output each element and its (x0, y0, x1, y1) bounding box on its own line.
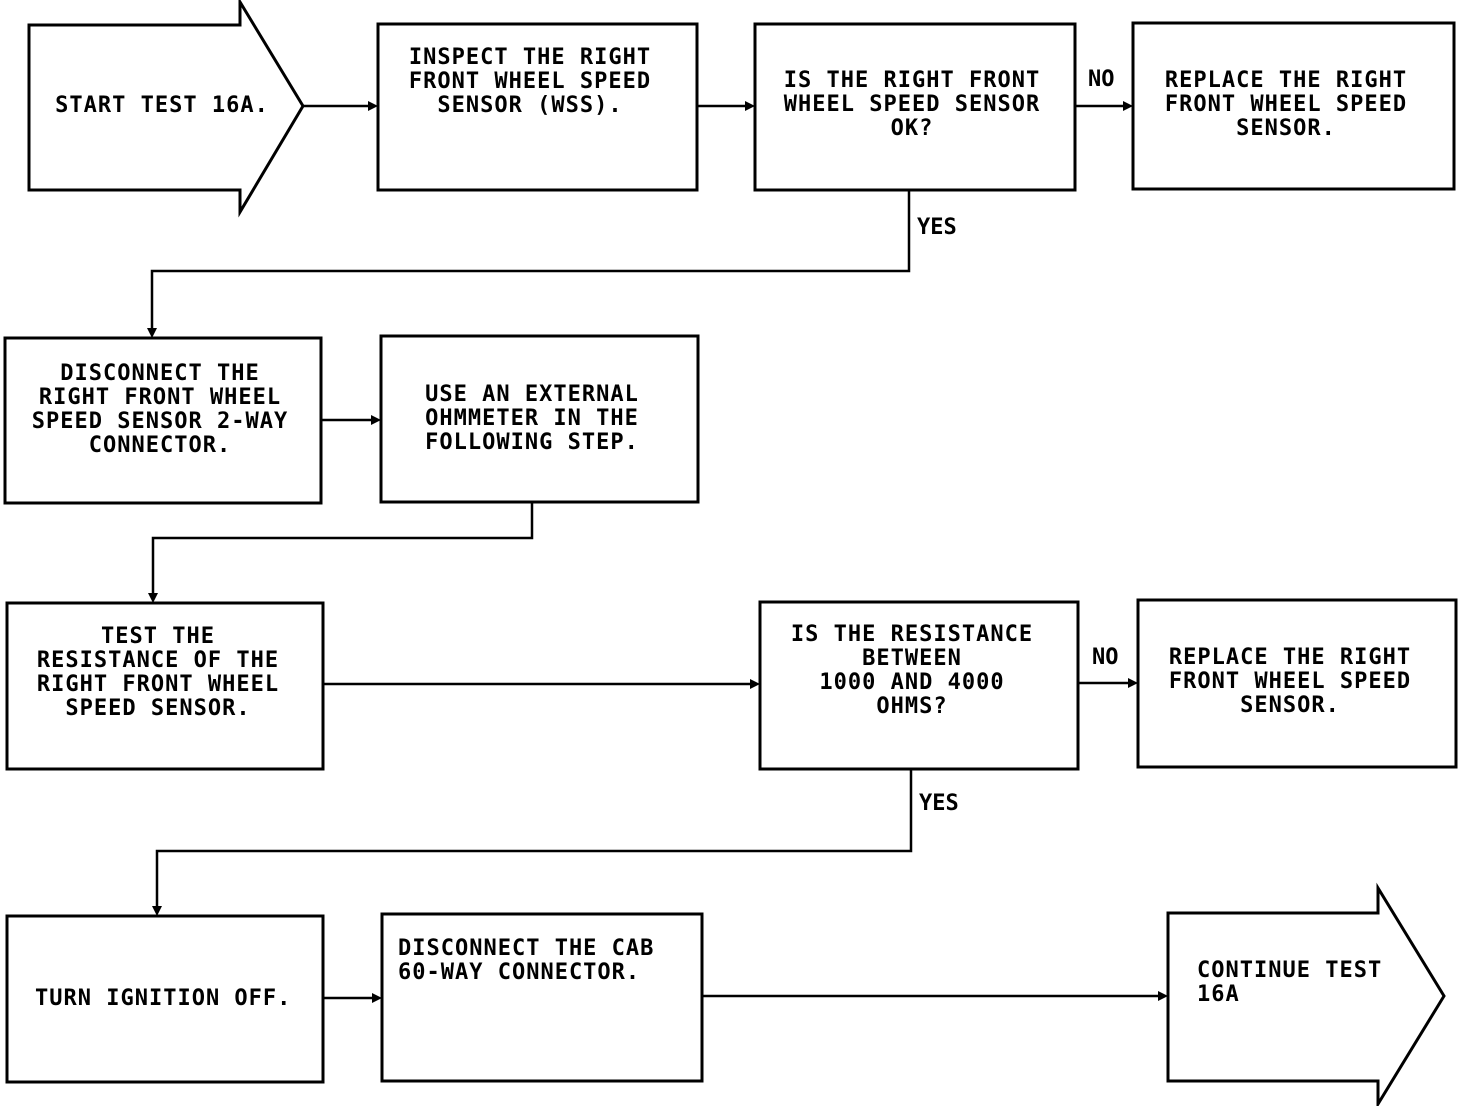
node-text-line: FRONT WHEEL SPEED (1169, 669, 1411, 694)
node-disconnect-cab-box (380, 912, 704, 1083)
edge-ohmmeter-test-arrowhead (148, 593, 158, 603)
node-text-line: IS THE RESISTANCE (791, 622, 1033, 647)
node-text-line: 16A (1197, 982, 1240, 1007)
node-text-line: DISCONNECT THE (60, 361, 259, 386)
node-text-line: BETWEEN (862, 646, 962, 671)
node-text-line: FRONT WHEEL SPEED (1165, 92, 1407, 117)
node-text-line: OHMS? (876, 694, 947, 719)
node-text-line: CONTINUE TEST (1197, 958, 1382, 983)
node-continue-arrow (1166, 882, 1446, 1106)
node-test-res-box (5, 601, 325, 771)
node-text-line: REPLACE THE RIGHT (1165, 68, 1407, 93)
node-text-line: FOLLOWING STEP. (425, 430, 639, 455)
node-text-line: TURN IGNITION OFF. (35, 986, 291, 1011)
node-text-line: TEST THE (101, 624, 215, 649)
edge-disconnect-ohmmeter-arrowhead (371, 415, 381, 425)
edge-q-ok-yes (150, 190, 911, 330)
node-text-line: OHMMETER IN THE (425, 406, 639, 431)
node-text-line: SENSOR (WSS). (437, 93, 622, 118)
node-text-line: CONNECTOR. (89, 433, 231, 458)
node-text-line: OK? (891, 116, 934, 141)
node-text-line: INSPECT THE RIGHT (409, 45, 651, 70)
node-text-line: REPLACE THE RIGHT (1169, 645, 1411, 670)
node-ign-off-box (5, 914, 325, 1084)
node-text-line: 1000 AND 4000 (819, 670, 1004, 695)
node-text-line: SPEED SENSOR. (65, 696, 250, 721)
edge-label-yes-2: YES (919, 791, 959, 816)
node-q-ok-box (753, 22, 1077, 192)
node-text-line: RIGHT FRONT WHEEL (39, 385, 281, 410)
node-disconnect-wss-box (3, 336, 323, 505)
node-ign-off-text: TURN IGNITION OFF. (35, 986, 291, 1011)
node-inspect-box (376, 22, 699, 192)
node-text-line: START TEST 16A. (55, 93, 269, 118)
node-text-line: FRONT WHEEL SPEED (409, 69, 651, 94)
node-text-line: USE AN EXTERNAL (425, 382, 639, 407)
edge-inspect-q-ok-arrowhead (745, 101, 755, 111)
node-text-line: 60-WAY CONNECTOR. (398, 960, 640, 985)
node-replace1-box (1131, 21, 1456, 191)
node-text-line: IS THE RIGHT FRONT (784, 68, 1040, 93)
node-text-line: WHEEL SPEED SENSOR (784, 92, 1040, 117)
node-replace2-box (1136, 598, 1458, 769)
node-start-arrow (27, 0, 305, 218)
edge-ohmmeter-test (151, 502, 534, 595)
edge-q-ok-no-arrowhead (1123, 101, 1133, 111)
node-text-line: RESISTANCE OF THE (37, 648, 279, 673)
node-ohmmeter-box (379, 334, 700, 504)
edge-q-res-yes (155, 769, 913, 908)
edge-q-ok-yes-arrowhead (147, 328, 157, 338)
node-q-res-box (758, 600, 1080, 771)
node-text-line: DISCONNECT THE CAB (398, 936, 654, 961)
edge-label-no-2: NO (1092, 645, 1119, 670)
node-start-text: START TEST 16A. (55, 93, 269, 118)
edge-q-res-yes-arrowhead (152, 906, 162, 916)
edge-ign-cab-arrowhead (372, 993, 382, 1003)
edge-cab-continue-arrowhead (1158, 991, 1168, 1001)
connectors (147, 101, 1168, 1003)
edge-label-yes-1: YES (917, 215, 957, 240)
edge-test-q-res-arrowhead (750, 679, 760, 689)
edge-start-inspect-arrowhead (368, 101, 378, 111)
edge-label-no-1: NO (1088, 67, 1115, 92)
node-text-line: SENSOR. (1240, 693, 1340, 718)
node-text-line: SPEED SENSOR 2-WAY (32, 409, 288, 434)
edge-q-res-no-arrowhead (1128, 678, 1138, 688)
node-text-line: SENSOR. (1236, 116, 1336, 141)
node-text-line: RIGHT FRONT WHEEL (37, 672, 279, 697)
